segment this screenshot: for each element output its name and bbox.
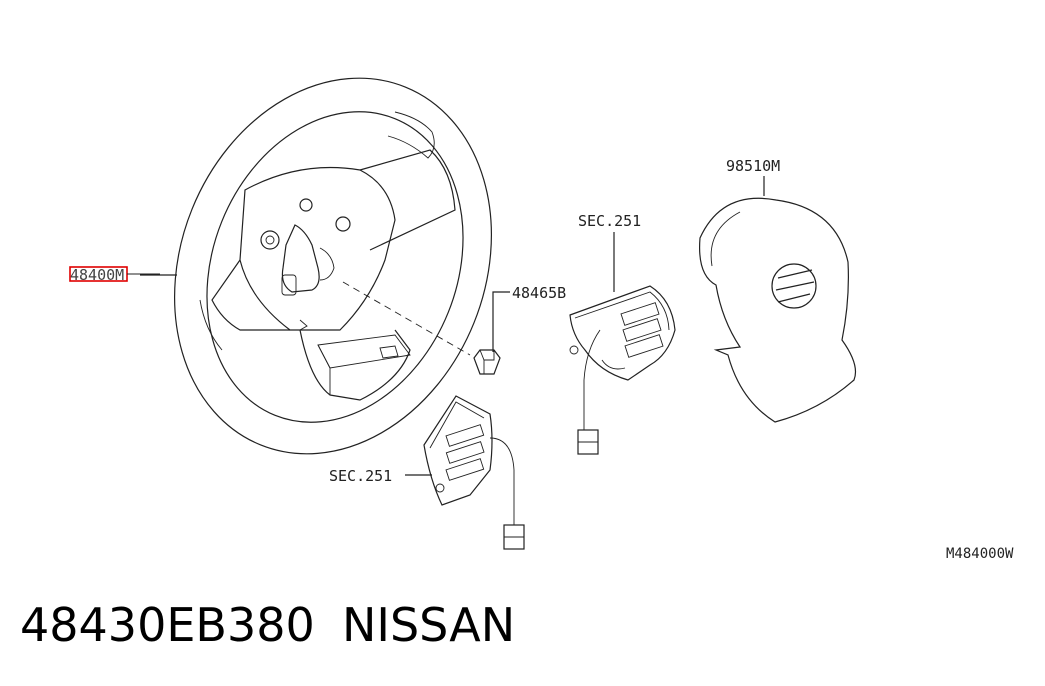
- label-sec251-left[interactable]: SEC.251: [329, 467, 392, 485]
- left-switch-drawing: [423, 395, 525, 550]
- figure-code: M484000W: [946, 546, 1014, 562]
- airbag-drawing: [698, 197, 857, 423]
- right-switch-drawing: [569, 285, 676, 455]
- part-number-caption: 48430EB380: [20, 598, 315, 652]
- nut-drawing: [473, 349, 501, 375]
- brand-caption: NISSAN: [342, 598, 516, 652]
- label-98510m[interactable]: 98510M: [726, 157, 780, 175]
- label-48400m[interactable]: 48400M: [70, 266, 124, 284]
- steering-wheel-drawing: [174, 77, 492, 455]
- label-48465b[interactable]: 48465B: [512, 284, 566, 302]
- label-sec251-right[interactable]: SEC.251: [578, 212, 641, 230]
